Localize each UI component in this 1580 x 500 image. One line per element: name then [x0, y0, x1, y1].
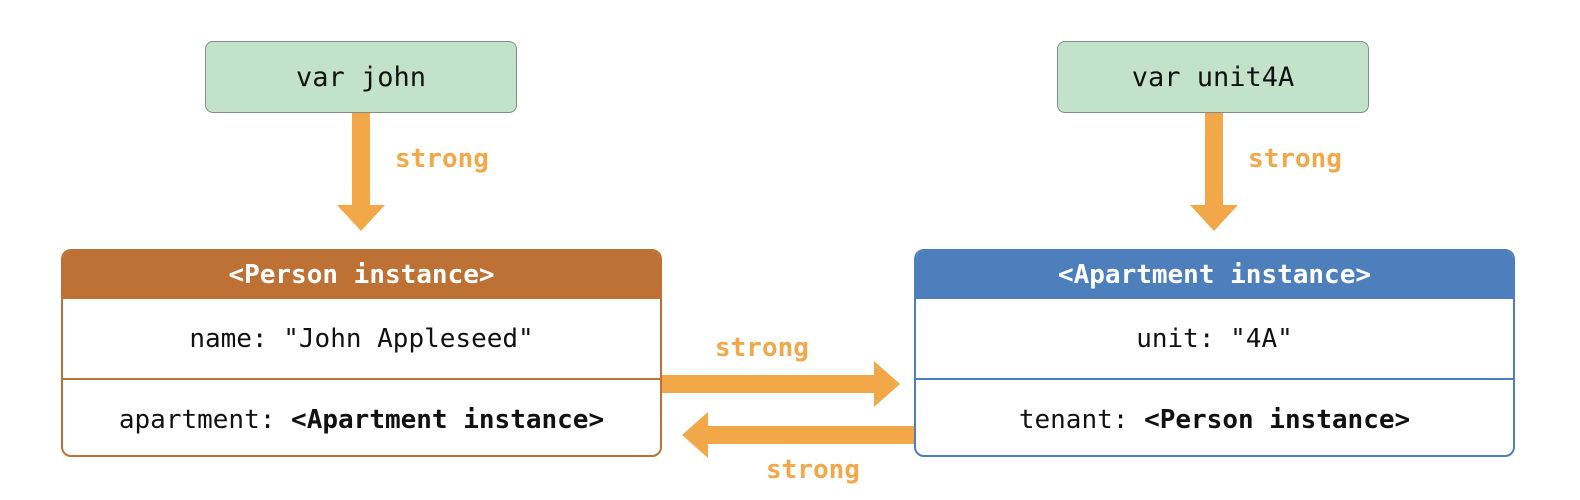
var-john-label: var john — [295, 61, 427, 93]
arrow-apartment-to-person — [682, 412, 914, 458]
person-instance-header: <Person instance> — [63, 251, 660, 299]
apartment-unit-key: unit: — [1136, 323, 1231, 354]
arrow-unit4a-to-apartment — [1190, 113, 1238, 231]
var-unit4a-label: var unit4A — [1131, 61, 1295, 93]
person-name-key: name: — [189, 323, 284, 354]
arrow-john-to-person — [337, 113, 385, 231]
person-name-row: name: "John Appleseed" — [63, 299, 660, 380]
apartment-unit-value: "4A" — [1230, 323, 1293, 354]
apartment-tenant-row: tenant: <Person instance> — [916, 380, 1513, 455]
person-apartment-value: <Apartment instance> — [291, 404, 605, 435]
var-john-box: var john — [205, 41, 517, 113]
apartment-unit-row: unit: "4A" — [916, 299, 1513, 380]
label-apartment-to-person: strong — [766, 455, 860, 485]
apartment-tenant-key: tenant: — [1018, 404, 1145, 435]
apartment-tenant-value: <Person instance> — [1144, 404, 1411, 435]
var-unit4a-box: var unit4A — [1057, 41, 1369, 113]
label-person-to-apartment: strong — [715, 333, 809, 363]
label-unit4a-to-apartment: strong — [1248, 144, 1342, 174]
person-instance-box: <Person instance> name: "John Appleseed"… — [61, 249, 662, 457]
apartment-instance-box: <Apartment instance> unit: "4A" tenant: … — [914, 249, 1515, 457]
label-john-to-person: strong — [395, 144, 489, 174]
person-apartment-row: apartment: <Apartment instance> — [63, 380, 660, 455]
apartment-instance-header: <Apartment instance> — [916, 251, 1513, 299]
person-apartment-key: apartment: — [118, 404, 292, 435]
person-name-value: "John Appleseed" — [283, 323, 534, 354]
arrow-person-to-apartment — [662, 361, 900, 407]
